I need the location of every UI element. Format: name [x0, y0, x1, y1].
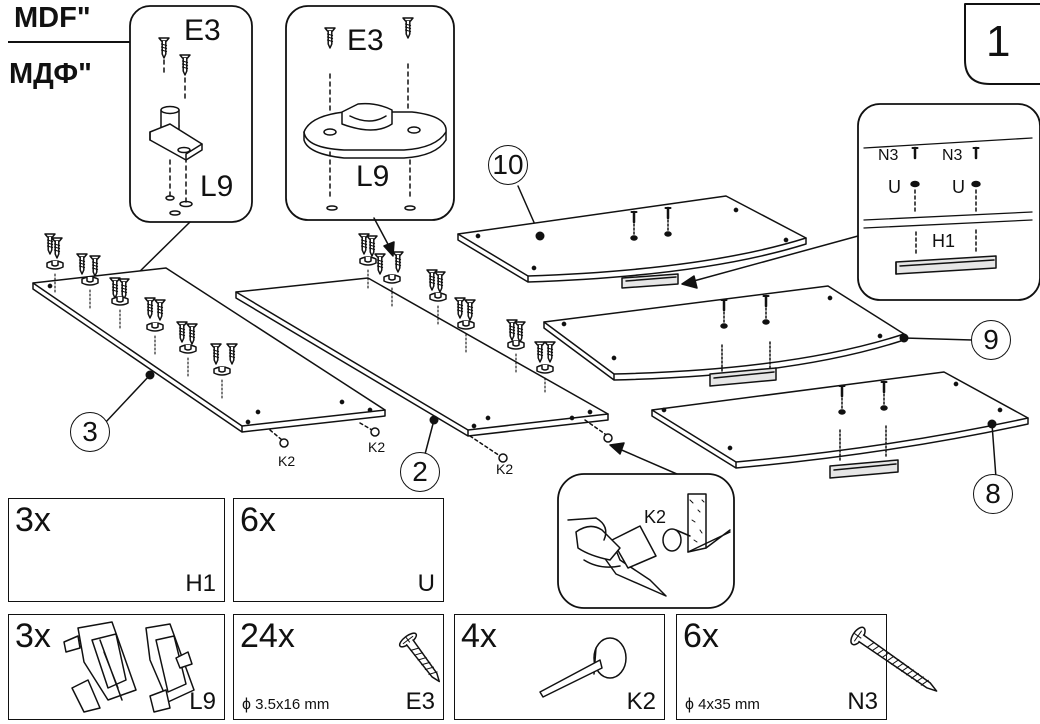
right-callout-pin-right: N3 — [942, 147, 963, 164]
part-dimension-value: 3.5x16 mm — [255, 696, 330, 713]
panel-number-9: 9 — [971, 320, 1011, 360]
panel-number-2: 2 — [400, 452, 440, 492]
panel-number-10: 10 — [488, 145, 528, 185]
part-dimension: ϕ 3.5x16 mm — [242, 697, 329, 713]
material-label-cyrillic: МДФ" — [9, 58, 92, 90]
part-box-u: 6x U — [233, 498, 444, 602]
left-callout-screw-label: E3 — [184, 14, 221, 47]
part-code: L9 — [189, 688, 216, 715]
part-quantity: 3x — [15, 617, 51, 655]
diameter-symbol: ϕ — [242, 696, 251, 713]
part-code: K2 — [626, 688, 656, 715]
panel-number-8: 8 — [973, 474, 1013, 514]
left-callout-bracket-label: L9 — [200, 170, 234, 203]
part-code: N3 — [847, 688, 878, 715]
material-divider — [8, 41, 130, 43]
center-callout-bracket-label: L9 — [356, 160, 390, 193]
part-code: H1 — [185, 570, 216, 597]
part-quantity: 3x — [15, 501, 51, 539]
part-quantity: 6x — [683, 617, 719, 655]
part-dimension-value: 4x35 mm — [698, 696, 760, 713]
part-quantity: 6x — [240, 501, 276, 539]
part-box-n3: 6x ϕ 4x35 mm N3 — [676, 614, 887, 720]
peg-label: K2 — [368, 439, 386, 455]
part-box-e3: 24x ϕ 3.5x16 mm E3 — [233, 614, 444, 720]
material-label-latin: MDF" — [14, 2, 91, 34]
hammer-callout-label: K2 — [644, 507, 667, 527]
part-box-l9: 3x L9 — [8, 614, 225, 720]
panel-number-3: 3 — [70, 412, 110, 452]
peg-label: K2 — [496, 461, 514, 477]
peg-label: K2 — [278, 453, 296, 469]
part-code: E3 — [405, 688, 435, 715]
center-callout-screw-label: E3 — [347, 24, 384, 57]
right-callout-rail-label: H1 — [932, 231, 956, 251]
step-number: 1 — [986, 17, 1011, 66]
part-box-k2: 4x K2 — [454, 614, 665, 720]
part-quantity: 24x — [240, 617, 295, 655]
right-callout-cap-right: U — [952, 177, 965, 197]
part-quantity: 4x — [461, 617, 497, 655]
part-box-h1: 3x H1 — [8, 498, 225, 602]
right-callout-cap-left: U — [888, 177, 901, 197]
part-code: U — [417, 570, 435, 597]
right-callout-pin-left: N3 — [878, 147, 899, 164]
diameter-symbol: ϕ — [685, 696, 694, 713]
part-dimension: ϕ 4x35 mm — [685, 697, 760, 713]
